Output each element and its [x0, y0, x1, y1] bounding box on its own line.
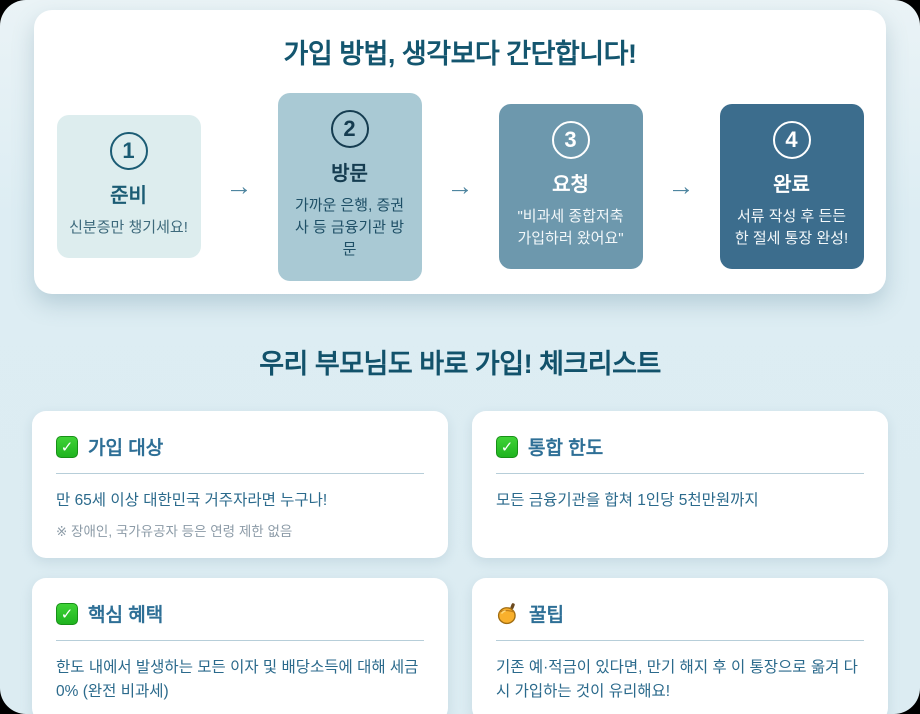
check-card-title: 꿀팁 — [529, 605, 564, 627]
honey-pot-icon — [497, 603, 516, 625]
check-card-eligibility: ✓ 가입 대상 만 65세 이상 대한민국 거주자라면 누구나! ※ 장애인, … — [32, 411, 448, 559]
arrow-right-icon: → — [667, 171, 695, 202]
step-1-number-badge: 1 — [109, 132, 148, 171]
check-card-tip: 꿀팁 기존 예·적금이 있다면, 만기 해지 후 이 통장으로 옮겨 다시 가입… — [472, 578, 888, 714]
check-card-header: ✓ 핵심 혜택 — [56, 600, 424, 642]
check-card-body: 모든 금융기관을 합쳐 1인당 5천만원까지 — [496, 492, 759, 509]
step-card-request: 3 요청 "비과세 종합저축 가입하러 왔어요" — [498, 104, 643, 270]
check-card-body: 한도 내에서 발생하는 모든 이자 및 배당소득에 대해 세금 0% (완전 비… — [56, 659, 419, 701]
green-checkbox-icon: ✓ — [496, 435, 518, 458]
step-1-title: 준비 — [110, 185, 147, 208]
check-card-title: 가입 대상 — [88, 438, 164, 459]
checklist-section-title: 우리 부모님도 바로 가입! 체크리스트 — [259, 349, 661, 379]
green-checkbox-icon: ✓ — [56, 602, 78, 625]
check-card-body: 만 65세 이상 대한민국 거주자라면 누구나! — [56, 492, 328, 509]
steps-section-title: 가입 방법, 생각보다 간단합니다! — [283, 39, 637, 69]
step-4-description: 서류 작성 후 든든한 절세 통장 완성! — [734, 208, 849, 248]
check-card-limit: ✓ 통합 한도 모든 금융기관을 합쳐 1인당 5천만원까지 — [472, 411, 888, 559]
step-4-title: 완료 — [773, 174, 810, 197]
arrow-right-icon: → — [225, 171, 253, 202]
step-3-number-badge: 3 — [551, 121, 590, 160]
arrow-right-icon: → — [446, 171, 474, 202]
green-checkbox-icon: ✓ — [56, 435, 78, 458]
check-card-benefit: ✓ 핵심 혜택 한도 내에서 발생하는 모든 이자 및 배당소득에 대해 세금 … — [32, 578, 448, 714]
step-2-title: 방문 — [331, 163, 368, 185]
check-card-header: ✓ 가입 대상 — [56, 433, 424, 474]
check-card-header: ✓ 통합 한도 — [496, 433, 864, 474]
step-1-description: 신분증만 챙기세요! — [69, 219, 188, 237]
signup-steps-card: 가입 방법, 생각보다 간단합니다! 1 준비 신분증만 챙기세요! → 2 방… — [34, 10, 886, 294]
steps-row: 1 준비 신분증만 챙기세요! → 2 방문 가까운 은행, 증권사 등 금융기… — [34, 93, 886, 281]
step-3-title: 요청 — [552, 174, 589, 197]
step-4-number-badge: 4 — [772, 121, 811, 160]
step-2-description: 가까운 은행, 증권사 등 금융기관 방문 — [294, 197, 405, 259]
step-card-prepare: 1 준비 신분증만 챙기세요! — [56, 115, 201, 259]
check-card-title: 통합 한도 — [528, 438, 604, 459]
step-card-complete: 4 완료 서류 작성 후 든든한 절세 통장 완성! — [719, 104, 864, 270]
step-3-description: "비과세 종합저축 가입하러 왔어요" — [517, 208, 624, 248]
step-card-visit: 2 방문 가까운 은행, 증권사 등 금융기관 방문 — [277, 93, 422, 281]
check-card-title: 핵심 혜택 — [88, 605, 164, 627]
check-card-note: ※ 장애인, 국가유공자 등은 연령 제한 없음 — [56, 524, 293, 540]
check-card-body: 기존 예·적금이 있다면, 만기 해지 후 이 통장으로 옮겨 다시 가입하는 … — [496, 659, 858, 701]
check-card-header: 꿀팁 — [496, 600, 864, 642]
checklist-grid: ✓ 가입 대상 만 65세 이상 대한민국 거주자라면 누구나! ※ 장애인, … — [32, 411, 888, 714]
step-2-number-badge: 2 — [330, 110, 369, 148]
